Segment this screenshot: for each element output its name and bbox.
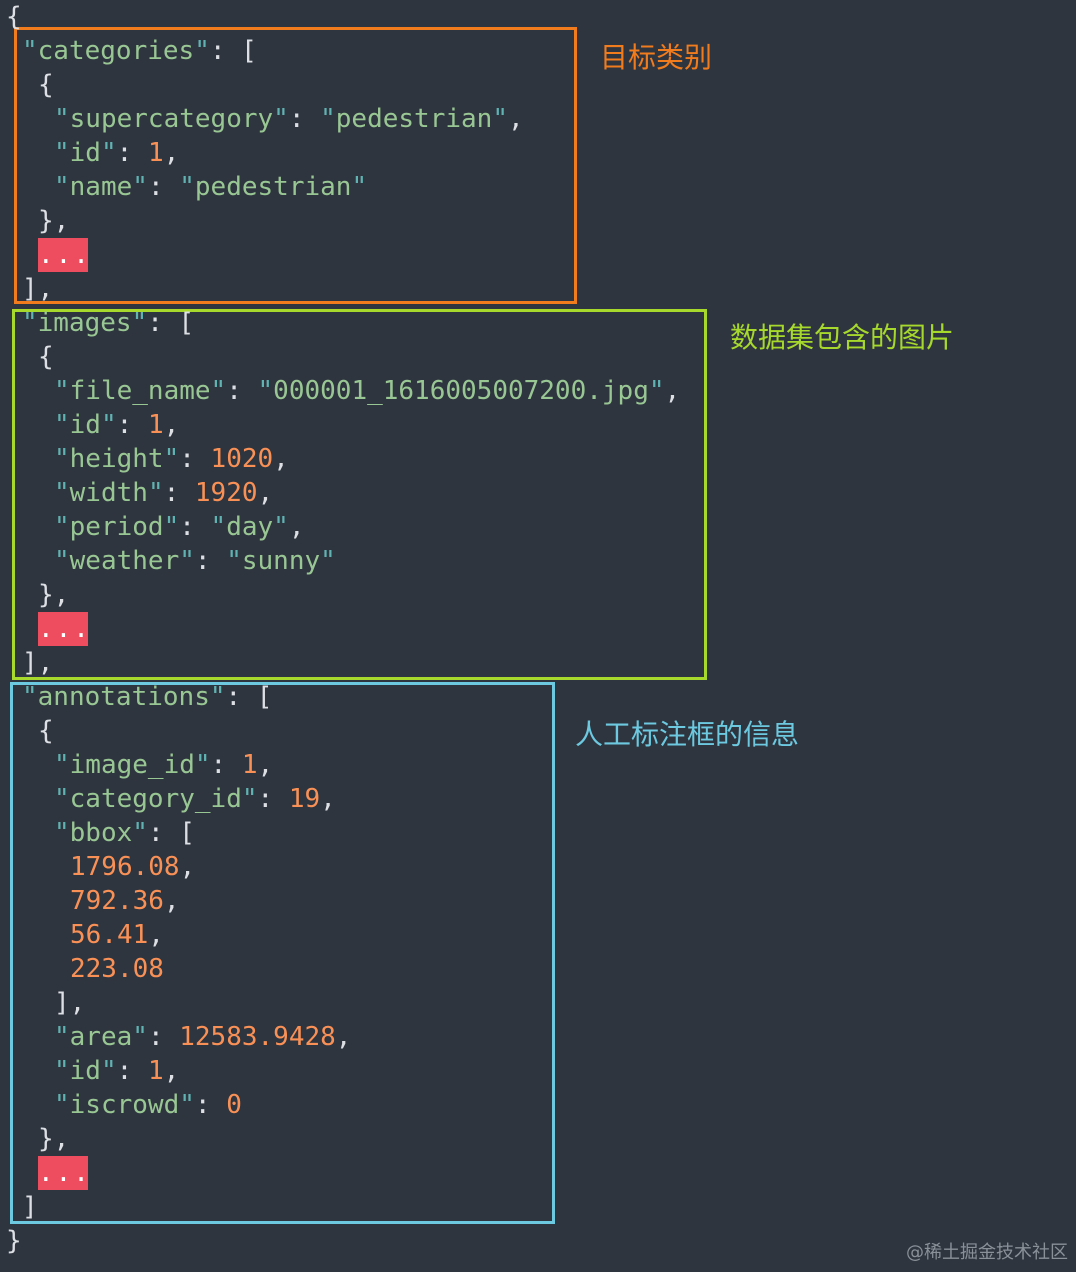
json-key: categories (37, 36, 195, 66)
code-line: ], (54, 988, 86, 1018)
brace: } (6, 1226, 22, 1256)
json-key: bbox (69, 818, 133, 848)
code-line: }, (38, 580, 70, 610)
json-key: weather (69, 546, 180, 576)
categories-box (14, 27, 577, 304)
code-line: ], (22, 648, 54, 678)
images-box (12, 309, 707, 680)
code-line-root-close: } (6, 1224, 22, 1258)
json-key: id (69, 138, 101, 168)
bbox-value: 1796.08 (70, 852, 180, 882)
json-key: id (69, 1056, 101, 1086)
json-key: image_id (69, 750, 195, 780)
json-key: name (69, 172, 133, 202)
code-line-root-open: { (6, 0, 22, 34)
code-line: "period": "day", (54, 512, 305, 542)
bbox-value: 223.08 (70, 954, 164, 984)
ellipsis-marker: ... (38, 612, 91, 646)
json-string: day (226, 512, 274, 542)
annotations-annotation: 人工标注框的信息 (575, 718, 800, 751)
json-string: sunny (241, 546, 321, 576)
code-line-annotations: "annotations": [ (22, 682, 273, 712)
json-number: 1 (147, 410, 164, 440)
code-line: { (38, 716, 54, 746)
images-annotation: 数据集包含的图片 (730, 321, 955, 354)
json-string: 000001_1616005007200.jpg (273, 376, 649, 406)
watermark: @稀土掘金技术社区 (906, 1242, 1068, 1263)
code-line: "id": 1, (54, 138, 180, 168)
code-line: }, (38, 1124, 70, 1154)
json-number: 1020 (210, 444, 274, 474)
json-number: 1 (147, 138, 164, 168)
code-line: "area": 12583.9428, (54, 1022, 352, 1052)
bbox-value: 792.36 (70, 886, 164, 916)
code-line: "weather": "sunny" (54, 546, 336, 576)
code-line: }, (38, 206, 70, 236)
json-key: category_id (69, 784, 242, 814)
code-line: 792.36, (70, 886, 180, 916)
code-line: "bbox": [ (54, 818, 195, 848)
json-string: pedestrian (335, 104, 493, 134)
json-number: 19 (288, 784, 321, 814)
json-key: id (69, 410, 101, 440)
code-line: ], (22, 274, 54, 304)
json-number: 12583.9428 (179, 1022, 336, 1052)
json-number: 1920 (194, 478, 258, 508)
code-line-categories: "categories": [ (22, 36, 257, 66)
code-line: "category_id": 19, (54, 784, 336, 814)
json-key: images (37, 308, 132, 338)
code-line: "name": "pedestrian" (54, 172, 368, 202)
json-key: supercategory (69, 104, 274, 134)
json-number: 1 (147, 1056, 164, 1086)
code-line: "width": 1920, (54, 478, 274, 508)
annotations-box (10, 682, 555, 1224)
code-line: "id": 1, (54, 1056, 180, 1086)
json-key: file_name (69, 376, 211, 406)
code-line: 223.08 (70, 952, 164, 986)
code-line: 1796.08, (70, 852, 196, 882)
json-key: iscrowd (69, 1090, 180, 1120)
json-key: area (69, 1022, 133, 1052)
code-line: { (38, 342, 54, 372)
code-line: "supercategory": "pedestrian", (54, 104, 524, 134)
json-number: 1 (241, 750, 258, 780)
code-line: { (38, 70, 54, 100)
code-line: 56.41, (70, 920, 164, 950)
code-line: "id": 1, (54, 410, 180, 440)
json-key: height (69, 444, 164, 474)
code-line: "file_name": "000001_1616005007200.jpg", (54, 376, 681, 406)
json-number: 0 (226, 1090, 242, 1120)
ellipsis-marker: ... (38, 1156, 91, 1190)
code-line: "height": 1020, (54, 444, 289, 474)
json-string: pedestrian (194, 172, 352, 202)
json-key: period (69, 512, 164, 542)
bbox-value: 56.41 (70, 920, 149, 950)
brace: { (6, 2, 22, 32)
ellipsis-marker: ... (38, 238, 91, 272)
json-key: annotations (37, 682, 210, 712)
code-line: "iscrowd": 0 (54, 1090, 242, 1120)
categories-annotation: 目标类别 (600, 41, 713, 74)
code-line-images: "images": [ (22, 308, 195, 338)
code-line: "image_id": 1, (54, 750, 274, 780)
code-line: ] (22, 1192, 38, 1222)
json-key: width (69, 478, 148, 508)
